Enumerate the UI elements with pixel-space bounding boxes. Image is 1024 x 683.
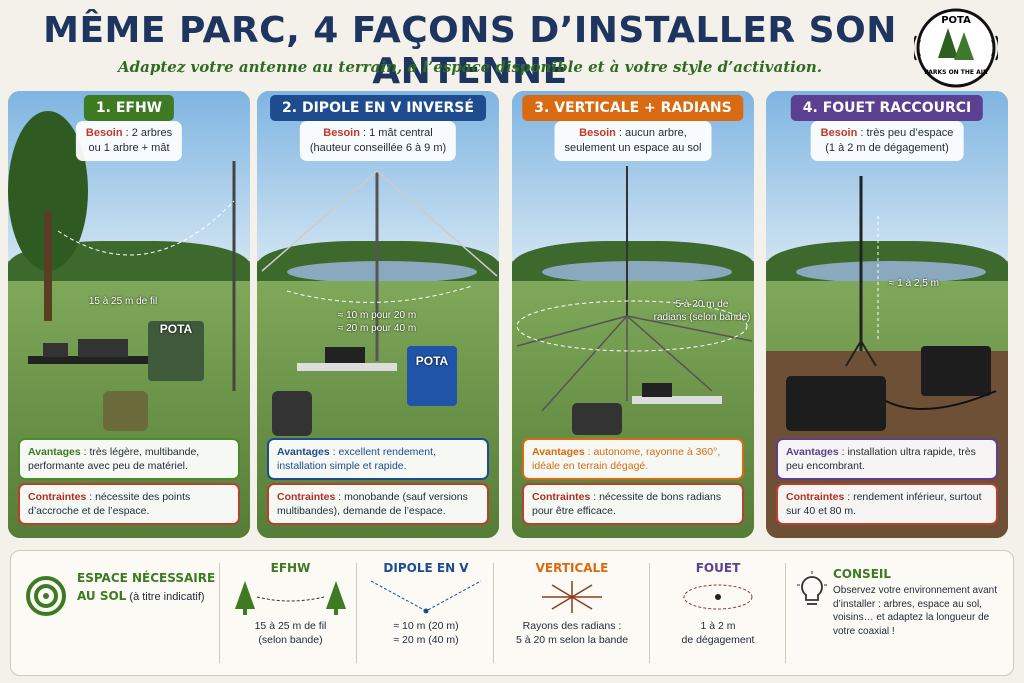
- page-title: MÊME PARC, 4 FAÇONS D’INSTALLER SON ANTE…: [43, 10, 897, 92]
- length-label: ≈ 10 m pour 20 m ≈ 20 m pour 40 m: [317, 309, 437, 335]
- con-label: Contraintes: [28, 491, 87, 503]
- need-line1: : 2 arbres: [122, 127, 173, 139]
- need-box: Besoin : 1 mât central (hauteur conseillé…: [299, 121, 457, 161]
- vertical-summary: VERTICALE Rayons des radians : 5 à 20 m …: [497, 561, 647, 667]
- fouet-title: FOUET: [695, 561, 741, 575]
- space-note: (à titre indicatif): [126, 591, 205, 603]
- target-icon: [26, 576, 66, 616]
- adv-label: Avantages: [277, 446, 330, 458]
- con-label: Contraintes: [277, 491, 336, 503]
- fouet-area-icon: [683, 584, 753, 610]
- height-label: ≈ 1 à 2,5 m: [889, 278, 939, 289]
- need-box: Besoin : aucun arbre, seulement un espace…: [554, 121, 712, 161]
- need-line1: : aucun arbre,: [615, 127, 687, 139]
- con-text: : monobande (sauf versions multibandes),…: [277, 491, 468, 517]
- con-text: : nécessite des points d’accroche et de …: [28, 491, 191, 517]
- fouet-line2: de dégagement: [681, 634, 755, 646]
- advantages-box: Avantages : excellent rendement, install…: [267, 438, 489, 480]
- tip-title: CONSEIL: [833, 567, 892, 581]
- adv-text: : très légère, multibande, performante a…: [28, 446, 200, 472]
- tip-text: Observez votre environnement avant d’ins…: [833, 585, 997, 637]
- panel-efhw: 1. EFHW Besoin : 2 arbres ou 1 arbre + mâ…: [8, 91, 250, 538]
- constraints-box: Contraintes : nécessite des points d’acc…: [18, 483, 240, 525]
- adv-label: Avantages: [532, 446, 585, 458]
- panel-title: 4. FOUET RACCOURCI: [790, 95, 984, 121]
- efhw-line2: (selon bande): [258, 634, 323, 646]
- dipole-line1: ≈ 10 m (20 m): [393, 620, 459, 632]
- radials-icon: [542, 581, 602, 613]
- need-line2: (1 à 2 m de dégagement): [825, 142, 949, 154]
- pota-logo: POTA PARKS ON THE AIR: [914, 6, 998, 90]
- length-line2: ≈ 20 m pour 40 m: [337, 323, 417, 334]
- need-line2: (hauteur conseillée 6 à 9 m): [309, 142, 447, 154]
- lightbulb-icon: [797, 571, 827, 605]
- efhw-trees-icon: [235, 581, 346, 615]
- con-label: Contraintes: [532, 491, 591, 503]
- panel-fouet: 4. FOUET RACCOURCI Besoin : très peu d’e…: [766, 91, 1008, 538]
- fouet-line1: 1 à 2 m: [700, 620, 736, 632]
- dipole-scene: [261, 170, 498, 436]
- space-heading: ESPACE NÉCESSAIRE AU SOL (à titre indica…: [21, 561, 221, 667]
- adv-label: Avantages: [786, 446, 839, 458]
- constraints-box: Contraintes : rendement inférieur, surto…: [776, 483, 998, 525]
- vertical-scene: [516, 166, 753, 435]
- need-label: Besoin: [579, 127, 616, 139]
- need-label: Besoin: [85, 127, 123, 139]
- need-line2: seulement un espace au sol: [564, 142, 702, 154]
- logo-bottom-text: PARKS ON THE AIR: [924, 69, 988, 76]
- length-line1: ≈ 10 m pour 20 m: [337, 310, 417, 321]
- ground-space-summary: ESPACE NÉCESSAIRE AU SOL (à titre indica…: [10, 550, 1014, 676]
- radials-line2: radians (selon bande): [653, 312, 751, 323]
- adv-text: : installation ultra rapide, très peu en…: [786, 446, 976, 472]
- panel-title: 2. DIPOLE EN V INVERSÉ: [270, 95, 486, 121]
- advantages-box: Avantages : installation ultra rapide, t…: [776, 438, 998, 480]
- chair-label: POTA: [159, 322, 193, 336]
- fouet-summary: FOUET 1 à 2 m de dégagement: [653, 561, 783, 667]
- logo-top-text: POTA: [941, 15, 971, 26]
- vertical-title: VERTICALE: [535, 561, 609, 575]
- advantages-box: Avantages : très légère, multibande, per…: [18, 438, 240, 480]
- con-label: Contraintes: [786, 491, 845, 503]
- need-box: Besoin : 2 arbres ou 1 arbre + mât: [75, 121, 183, 161]
- adv-text: : autonome, rayonne à 360°, idéale en te…: [532, 446, 721, 472]
- dipole-line2: ≈ 20 m (40 m): [393, 634, 459, 646]
- con-text: : rendement inférieur, surtout sur 40 et…: [786, 491, 982, 517]
- need-line1: : 1 mât central: [359, 127, 433, 139]
- need-line2: ou 1 arbre + mât: [88, 142, 170, 154]
- need-label: Besoin: [323, 127, 360, 139]
- space-title-line1: ESPACE NÉCESSAIRE: [77, 571, 216, 585]
- efhw-summary: EFHW 15 à 25 m de fil (selon bande): [223, 561, 358, 667]
- panel-dipole: 2. DIPOLE EN V INVERSÉ Besoin : 1 mât ce…: [257, 91, 499, 538]
- vertical-line1: Rayons des radians :: [522, 620, 622, 632]
- space-title-line2: AU SOL: [77, 589, 127, 603]
- constraints-box: Contraintes : monobande (sauf versions m…: [267, 483, 489, 525]
- advantages-box: Avantages : autonome, rayonne à 360°, id…: [522, 438, 744, 480]
- vertical-line2: 5 à 20 m selon la bande: [515, 634, 629, 646]
- panel-title: 3. VERTICALE + RADIANS: [522, 95, 744, 121]
- wire-length-label: 15 à 25 m de fil: [88, 296, 158, 307]
- panel-title: 1. EFHW: [83, 95, 175, 121]
- dipole-summary: DIPOLE EN V ≈ 10 m (20 m) ≈ 20 m (40 m): [361, 561, 491, 667]
- con-text: : nécessite de bons radians pour être ef…: [532, 491, 722, 517]
- efhw-scene: [8, 111, 236, 431]
- need-box: Besoin : très peu d’espace (1 à 2 m de dé…: [810, 121, 964, 161]
- need-line1: : très peu d’espace: [857, 127, 954, 139]
- efhw-line1: 15 à 25 m de fil: [254, 620, 327, 632]
- radials-label: 5 à 20 m de radians (selon bande): [652, 298, 752, 324]
- need-label: Besoin: [820, 127, 858, 139]
- page-subtitle: Adaptez votre antenne au terrain, à l’es…: [118, 58, 822, 76]
- panel-vertical: 3. VERTICALE + RADIANS Besoin : aucun ar…: [512, 91, 754, 538]
- chair-label: POTA: [415, 354, 449, 368]
- adv-label: Avantages: [28, 446, 81, 458]
- radials-line1: 5 à 20 m de: [675, 299, 729, 310]
- tip-box: CONSEIL Observez votre environnement ava…: [791, 561, 1009, 667]
- dipole-title: DIPOLE EN V: [383, 561, 469, 575]
- constraints-box: Contraintes : nécessite de bons radians …: [522, 483, 744, 525]
- efhw-title: EFHW: [270, 561, 311, 575]
- dipole-v-icon: [370, 580, 482, 614]
- adv-text: : excellent rendement, installation simp…: [277, 446, 436, 472]
